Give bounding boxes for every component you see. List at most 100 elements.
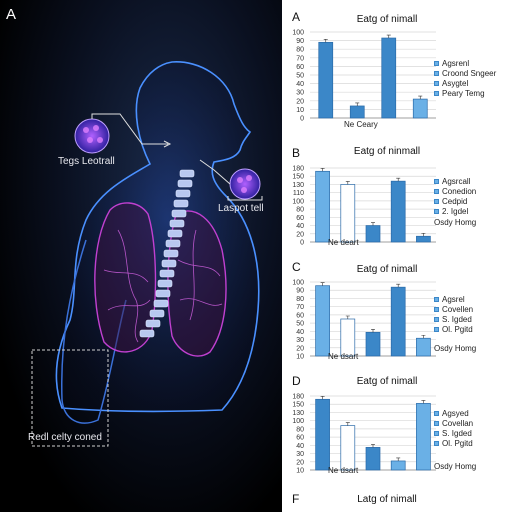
- chart-a-xlabel: Ne Ceary: [344, 120, 378, 129]
- chart-a-title: Eatg of nimall: [356, 14, 418, 25]
- bar: [381, 37, 397, 119]
- legend-label: Agsrenl: [442, 58, 470, 68]
- legend-label: Ol. Pgitd: [442, 438, 473, 448]
- y-tick-label: 30: [296, 90, 304, 97]
- legend-item: Cedpid: [434, 196, 476, 206]
- y-tick-label: 100: [292, 418, 304, 425]
- upper-cell-icon: [74, 118, 110, 154]
- chart-d-letter: D: [292, 374, 301, 388]
- anatomy-illustration: [31, 61, 263, 447]
- error-bar: [345, 181, 350, 185]
- legend-swatch: [434, 208, 439, 214]
- bar: [390, 180, 406, 243]
- legend-item: Agsrcall: [434, 176, 476, 186]
- legend-swatch: [434, 198, 439, 204]
- y-tick-label: 20: [296, 459, 304, 466]
- error-bar: [323, 39, 328, 43]
- lower-callout-line: [199, 159, 231, 185]
- error-bar: [418, 95, 423, 100]
- legend-item: Covellen: [434, 304, 473, 314]
- error-bar: [396, 457, 401, 461]
- left-lung: [94, 202, 157, 353]
- chart-a-letter: A: [292, 10, 301, 24]
- error-bar: [421, 232, 426, 237]
- y-tick-label: 110: [293, 190, 304, 197]
- y-tick-label: 60: [296, 312, 304, 319]
- y-tick-label: 10: [296, 354, 304, 361]
- legend-label: Peary Temg: [442, 88, 485, 98]
- region-label: Redl celty coned: [28, 432, 102, 443]
- y-tick-label: 80: [296, 426, 304, 433]
- bar: [390, 460, 406, 471]
- error-bar: [345, 315, 350, 319]
- legend-item: Conedion: [434, 186, 476, 196]
- y-tick-label: 40: [296, 329, 304, 336]
- y-tick-label: 50: [296, 73, 304, 80]
- legend-item: S. Igded: [434, 314, 473, 324]
- bar: [416, 235, 431, 243]
- legend-label: Agsrcall: [442, 176, 471, 186]
- legend-item: Agsrenl: [434, 58, 496, 68]
- legend-label: Asygtel: [442, 78, 469, 88]
- legend-item: 2. Igdel: [434, 206, 476, 216]
- y-tick-label: 40: [296, 443, 304, 450]
- y-tick-label: 20: [296, 345, 304, 352]
- y-tick-label: 40: [296, 223, 304, 230]
- lower-cell-label: Laspot tell: [218, 203, 264, 214]
- chart-c-title: Eatg of nimall: [356, 264, 418, 275]
- legend-swatch: [434, 296, 439, 302]
- spine: [139, 169, 195, 338]
- error-bar: [396, 177, 401, 182]
- arm-outline: [60, 239, 127, 424]
- chart-d-xlabel: Ne dsart: [328, 466, 359, 475]
- bar: [315, 398, 330, 471]
- error-bar: [320, 167, 325, 172]
- bar: [365, 447, 381, 471]
- chart-d-title: Eatg of nimall: [356, 376, 418, 387]
- bar: [315, 170, 330, 243]
- upper-callout-line: [91, 113, 168, 145]
- legend-label: Covellan: [442, 418, 474, 428]
- legend-item: Agsrel: [434, 294, 473, 304]
- chart-b-xlabel: Ne deart: [328, 238, 359, 247]
- panel-letter-a: A: [6, 6, 17, 23]
- y-tick-label: 40: [296, 81, 304, 88]
- upper-callout-arrow: [163, 140, 172, 148]
- y-tick-label: 60: [296, 215, 304, 222]
- y-tick-label: 100: [292, 280, 304, 287]
- legend-swatch: [434, 178, 439, 184]
- y-tick-label: 130: [292, 410, 304, 417]
- y-tick-label: 150: [292, 174, 304, 181]
- chart-d-extra: Osdy Homg: [434, 462, 477, 471]
- lower-cell-icon: [229, 168, 261, 200]
- legend-swatch: [434, 326, 439, 332]
- legend-label: Covellen: [442, 304, 474, 314]
- legend-item: Ol. Pgitd: [434, 438, 473, 448]
- y-tick-label: 10: [296, 468, 304, 475]
- legend-label: Agsrel: [442, 294, 465, 304]
- bar: [412, 98, 428, 119]
- bar: [340, 318, 356, 357]
- legend-swatch: [434, 188, 439, 194]
- legend-swatch: [434, 80, 439, 86]
- chart-b-title: Eatg of ninmall: [353, 146, 421, 157]
- region-dashed-box: [31, 349, 109, 447]
- bar: [390, 286, 406, 357]
- error-bar: [396, 283, 401, 288]
- legend-swatch: [434, 430, 439, 436]
- legend-swatch: [434, 90, 439, 96]
- y-tick-label: 10: [296, 107, 304, 114]
- y-tick-label: 180: [292, 394, 304, 401]
- legend-item: Ol. Pgitd: [434, 324, 473, 334]
- bar: [315, 285, 330, 357]
- chart-f-title: Latg of nimall: [357, 494, 417, 505]
- error-bar: [320, 282, 325, 286]
